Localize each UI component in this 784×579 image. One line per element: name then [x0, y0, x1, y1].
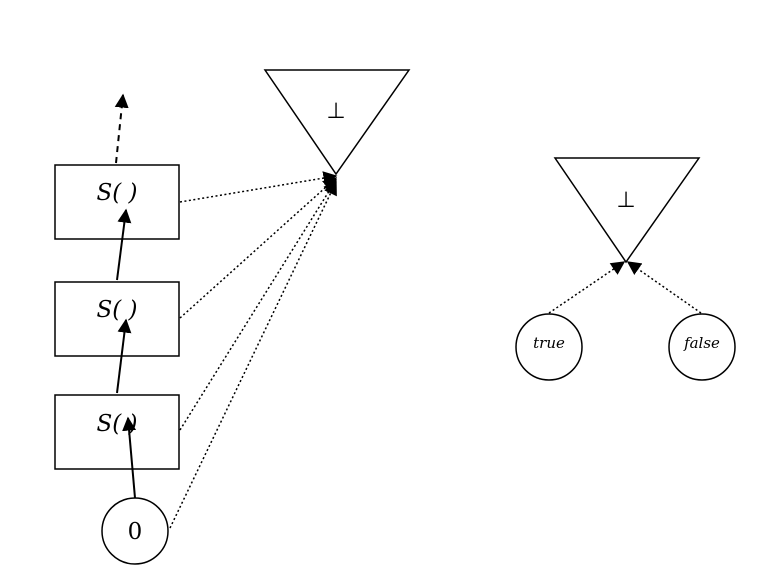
successor-label-top: S( ): [96, 180, 137, 206]
bottom-label-right: ⊥: [616, 188, 635, 213]
false-node: false: [668, 313, 736, 381]
edge-s1-to-bottom: [179, 171, 338, 203]
edge-zero-to-bottom: [169, 180, 337, 529]
true-node: true: [515, 313, 583, 381]
bottom-label-left: ⊥: [326, 99, 345, 124]
solid-edges: [116, 208, 137, 499]
edge-continuation-dashed: [114, 93, 129, 164]
true-label: true: [533, 334, 565, 352]
edge-s2-to-s1: [116, 208, 132, 281]
zero-label: 0: [128, 519, 143, 545]
edge-s2-to-bottom: [179, 177, 338, 319]
edge-true-to-bottom: [548, 261, 626, 314]
dotted-edges-left: [169, 171, 338, 529]
bottom-triangle-left: ⊥: [263, 69, 411, 176]
false-label: false: [683, 334, 720, 352]
successor-label-middle: S( ): [96, 297, 137, 323]
successor-box-bottom: S( ): [54, 394, 180, 470]
edge-s3-to-bottom: [179, 178, 337, 431]
edge-false-to-bottom: [626, 261, 702, 314]
bottom-triangle-right: ⊥: [553, 157, 701, 264]
edge-s3-to-s2: [116, 318, 132, 394]
dotted-edges-right: [548, 261, 702, 314]
zero-node: 0: [101, 497, 169, 565]
edge-zero-to-s3: [122, 416, 137, 499]
successor-box-top: S( ): [54, 164, 180, 240]
successor-box-middle: S( ): [54, 281, 180, 357]
successor-label-bottom: S( ): [96, 411, 137, 437]
